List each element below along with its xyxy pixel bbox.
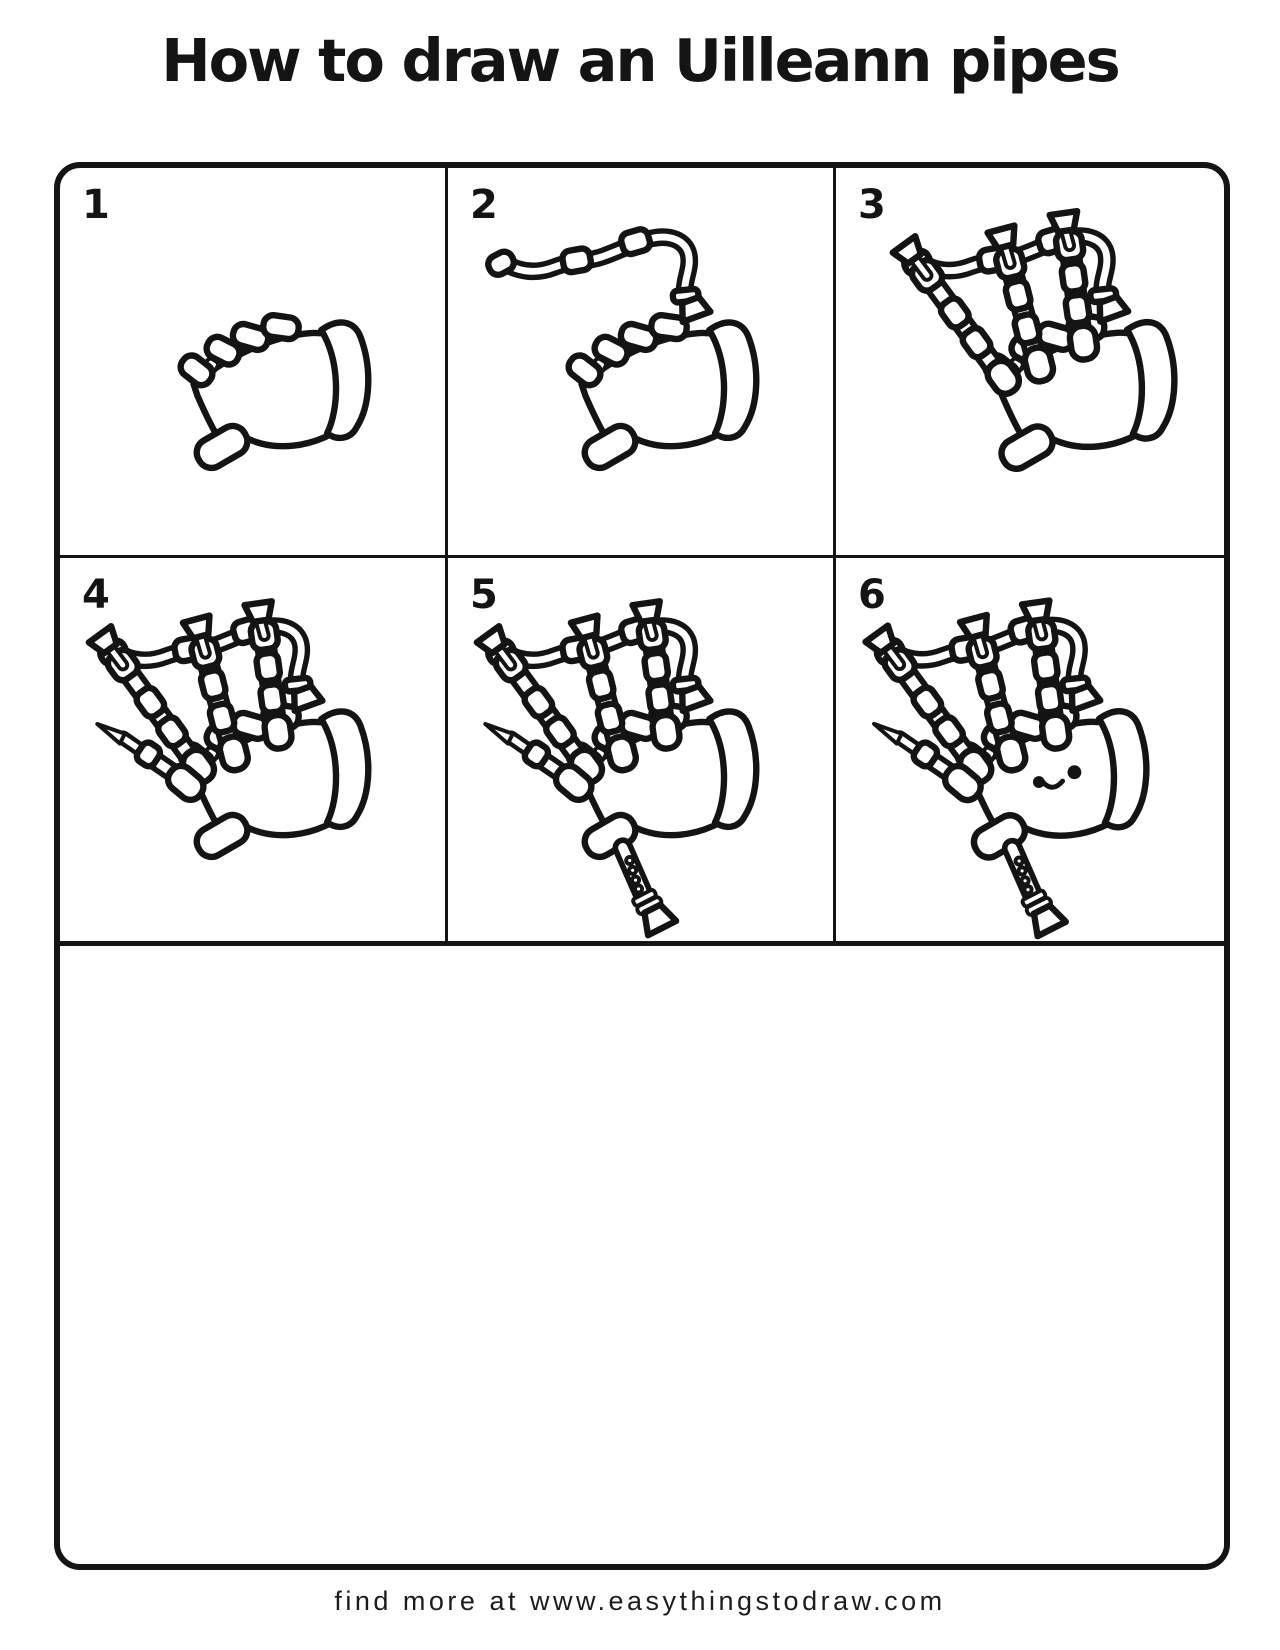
step-3-drawing (836, 168, 1224, 555)
chanter-drawing (623, 848, 676, 935)
practice-area (60, 946, 1224, 1564)
step-5-drawing (448, 558, 833, 941)
step-2-drawing (448, 168, 833, 555)
composition (477, 601, 756, 935)
step-number: 5 (470, 572, 498, 618)
page-footer: find more at www.easythingstodraw.com (334, 1586, 946, 1616)
page-title: How to draw an Uilleann pipes (161, 26, 1121, 95)
step-number: 1 (82, 182, 110, 228)
step-cell-6: 6 (836, 558, 1224, 946)
bag-drawing (177, 314, 369, 473)
tutorial-grid: 1 2 3 (54, 162, 1230, 1570)
step-cell-5: 5 (448, 558, 836, 946)
step-cell-3: 3 (836, 168, 1224, 558)
step-4-drawing (60, 558, 445, 941)
step-cell-1: 1 (60, 168, 448, 558)
step-number: 3 (858, 182, 886, 228)
chanter-drawing (1012, 848, 1066, 936)
step-number: 2 (470, 182, 498, 228)
step-6-drawing (836, 558, 1224, 941)
composition (177, 314, 369, 473)
composition (485, 228, 756, 473)
step-1-drawing (60, 168, 445, 555)
step-number: 6 (858, 572, 886, 618)
step-cell-4: 4 (60, 558, 448, 946)
step-cell-2: 2 (448, 168, 836, 558)
composition (89, 601, 368, 862)
step-number: 4 (82, 572, 110, 618)
bag-drawing (565, 314, 757, 473)
blowpipe-drawing (485, 228, 710, 322)
composition (893, 211, 1175, 474)
composition (866, 601, 1147, 937)
